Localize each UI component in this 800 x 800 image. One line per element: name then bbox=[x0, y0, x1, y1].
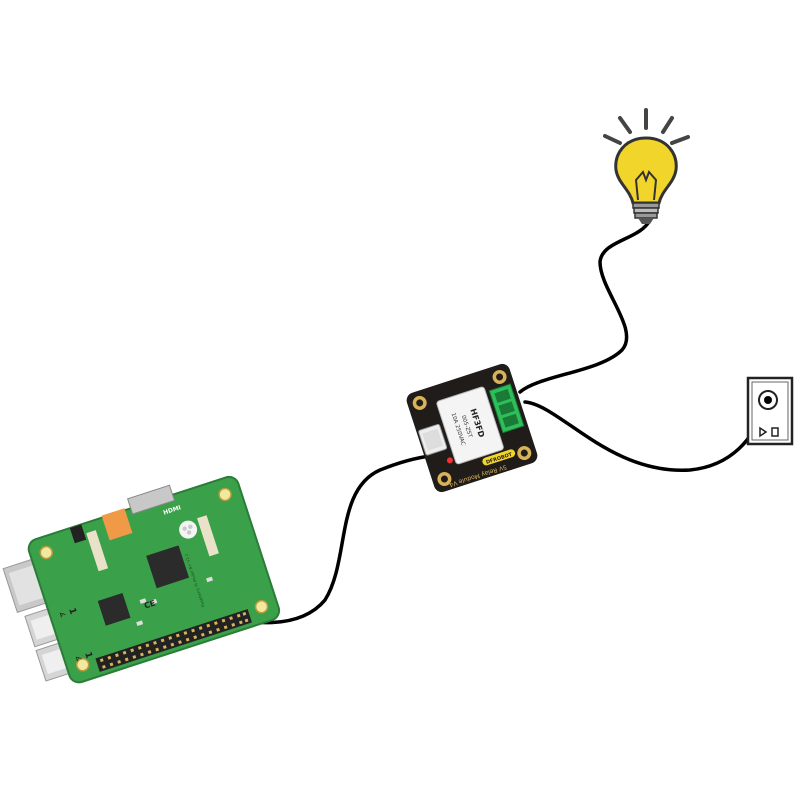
usb-top-label2: ∡ bbox=[58, 610, 68, 618]
usb-bottom-label2: ∡ bbox=[74, 654, 84, 662]
usb-chip bbox=[97, 592, 131, 626]
wall-outlet-icon bbox=[746, 376, 794, 446]
raspberry-pi-board bbox=[2, 475, 281, 684]
relay-module bbox=[406, 363, 538, 493]
hdmi-port bbox=[127, 484, 176, 515]
soc-chip bbox=[146, 545, 190, 589]
gpio-header bbox=[95, 609, 252, 672]
light-bulb-icon bbox=[603, 108, 690, 224]
raspberry-pi-logo-icon bbox=[179, 520, 198, 539]
usb-bottom-label: 1 bbox=[82, 651, 93, 660]
wire-relay-to-outlet bbox=[523, 400, 768, 472]
ce-mark: CE bbox=[143, 598, 157, 610]
wire-relay-to-bulb bbox=[518, 218, 652, 394]
relay-component bbox=[436, 386, 504, 465]
usb-top-label: 1 bbox=[66, 607, 77, 616]
audio-jack bbox=[69, 524, 87, 544]
